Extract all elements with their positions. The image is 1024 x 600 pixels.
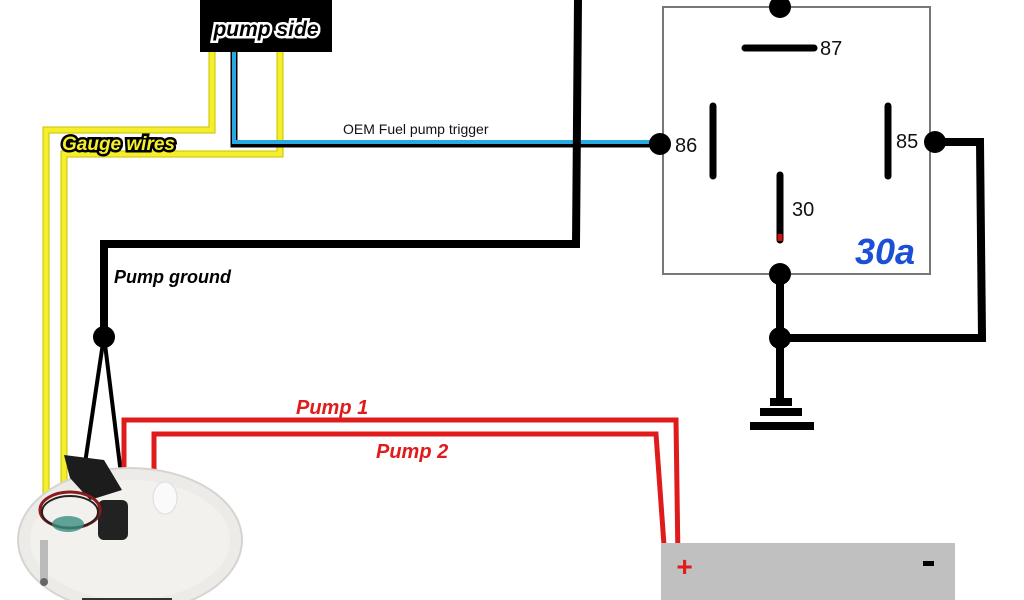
pump-side-label: pump side	[212, 18, 318, 41]
relay-rating-label: 30a	[855, 231, 915, 272]
relay-terminal-87-top	[769, 0, 791, 18]
pump-2-wire	[151, 431, 667, 546]
relay-pin-86-label: 86	[675, 135, 697, 157]
pump-wires	[121, 417, 681, 561]
pump-side-connector	[200, 0, 332, 52]
pump-electrical-connector	[64, 455, 122, 500]
relay-terminal-86	[649, 133, 671, 155]
chassis-ground-icon	[750, 398, 814, 430]
relay-pin-85-label: 85	[896, 131, 918, 153]
pump-1-label: Pump 1	[296, 397, 368, 419]
pump-1-wire	[121, 417, 681, 561]
battery	[661, 543, 955, 600]
trigger-wire	[230, 52, 660, 148]
relay-ground-junction	[769, 327, 791, 349]
ground-wire	[82, 0, 582, 483]
pump-2-label: Pump 2	[376, 441, 448, 463]
fuel-pump-assembly	[17, 455, 243, 600]
trigger-wire-label: OEM Fuel pump trigger	[343, 121, 489, 137]
battery-positive-terminal: +	[676, 551, 692, 582]
gauge-wires-label: Gauge wires	[62, 134, 175, 155]
relay-pin-87-label: 87	[820, 38, 842, 60]
ground-wire-label: Pump ground	[114, 267, 232, 287]
relay-pin-30-label: 30	[792, 199, 814, 221]
gauge-wires	[42, 52, 284, 532]
ground-junction	[93, 326, 115, 348]
battery-negative-terminal	[923, 561, 934, 566]
